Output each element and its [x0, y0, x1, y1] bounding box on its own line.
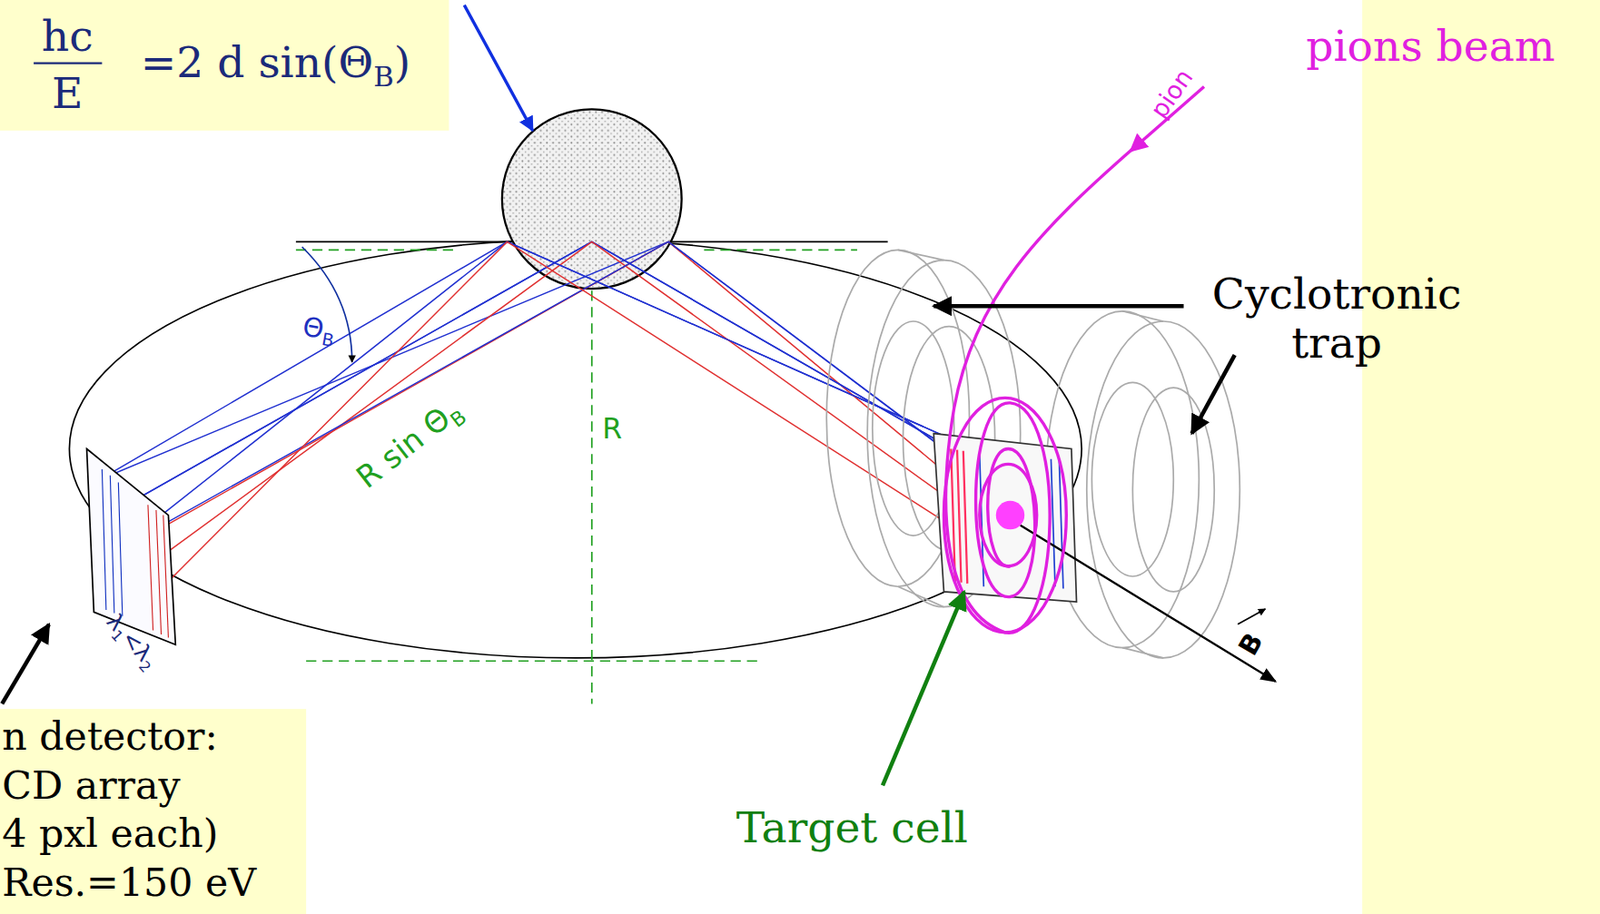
white-panel [0, 0, 1363, 914]
detector-hatch-blue [101, 469, 122, 617]
x-ray [163, 241, 975, 587]
x-ray [155, 241, 965, 562]
detector-text-ground [0, 709, 307, 914]
part-label: Cyclotronic trap [1212, 267, 1462, 367]
x-ray [99, 241, 1026, 511]
ccd-detector [87, 449, 177, 646]
construction-lines [296, 241, 858, 704]
pointer-arrow [1192, 355, 1235, 435]
pointer-arrow [464, 5, 533, 131]
formula-ground [0, 0, 449, 131]
x-ray-paths [99, 241, 1026, 587]
x-ray [116, 241, 985, 552]
part-label-group: Target cell [736, 803, 968, 853]
part-label: Target cell [736, 802, 968, 853]
formula-numerator-group: hc [41, 11, 94, 61]
beam-label-group: pions beam [1305, 20, 1555, 70]
radius-label: R [602, 412, 623, 445]
bragg-formula-group: =2 d sin(ΘB) [140, 38, 412, 94]
formula-denominator-group: E [51, 69, 83, 119]
field-axis [1020, 525, 1276, 682]
detector-text-group: 4 pxl each) [1, 811, 218, 857]
trap-coils [826, 249, 1240, 659]
pointer-arrow [882, 592, 965, 787]
bragg-formula: B [373, 60, 395, 93]
detector-text-group: n detector: [1, 714, 218, 760]
detector-text-group: Res.=150 eV [1, 860, 257, 906]
detector-text: CD array [1, 762, 180, 809]
part-label-group: Cyclotronic trap [1168, 268, 1506, 368]
bragg-angle-arc [302, 246, 353, 363]
detector-text: n detector: [1, 713, 218, 760]
pointer-arrow [1, 624, 50, 705]
beam-label: pions beam [1305, 19, 1555, 70]
x-ray [116, 241, 1026, 552]
detector-text: Res.=150 eV [1, 859, 257, 906]
pointer-arrow [933, 304, 1184, 308]
rowland-circle [69, 239, 1082, 659]
detector-text-group: CD array [1, 763, 180, 809]
bragg-formula: =2 d sin(Θ [140, 37, 375, 88]
formula-numerator: hc [41, 10, 94, 61]
detector-text: 4 pxl each) [1, 810, 218, 857]
detector-hatch-red [148, 504, 168, 638]
bragg-formula: ) [394, 37, 411, 88]
pion-cloud [996, 501, 1025, 530]
pion-trajectory [943, 87, 1205, 634]
fraction-bar [33, 62, 102, 65]
radius-label-group: R [602, 412, 623, 445]
vector-arrow [1237, 609, 1265, 625]
angle-label-group: ΘB [299, 312, 338, 352]
formula-denominator: E [51, 68, 83, 119]
bent-crystal [502, 108, 682, 289]
